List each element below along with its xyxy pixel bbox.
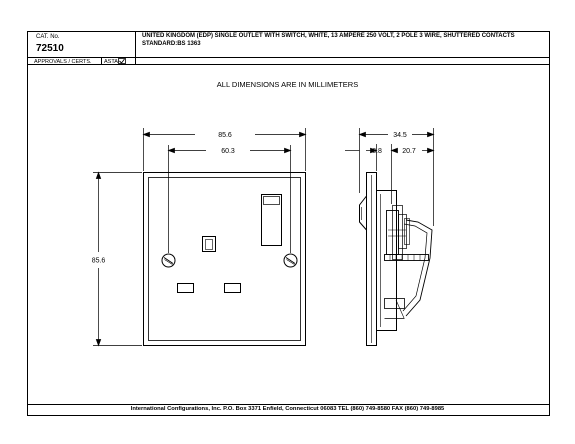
front-view (143, 172, 306, 346)
faceplate-outer (143, 172, 306, 346)
side-lower-bracket (384, 298, 405, 309)
right-screw-slot (286, 259, 295, 265)
side-faceplate (366, 172, 377, 346)
product-description-text: UNITED KINGDOM (EDP) SINGLE OUTLET WITH … (142, 33, 515, 39)
side-switch-rocker (359, 195, 367, 231)
earth-pin-slot (202, 236, 216, 252)
left-screw-slot (164, 259, 173, 265)
catalog-number: 72510 (36, 43, 64, 54)
catalog-number-label: CAT. No. (36, 34, 60, 40)
dim-front-overall-width (142, 128, 307, 171)
footer-company-info: International Configurations, Inc. P.O. … (130, 406, 445, 412)
live-pin-slot (224, 283, 241, 293)
dim-side-overall-depth (358, 128, 435, 226)
earth-pin-slot-inner (205, 239, 213, 250)
side-view (359, 172, 433, 346)
check-mark-icon (119, 58, 125, 64)
side-terminal (384, 254, 429, 261)
sheet-border (27, 31, 550, 416)
dim-front-height (93, 171, 142, 347)
asta-label: ASTA (104, 59, 118, 65)
left-screw-slot (163, 257, 174, 264)
product-description: UNITED KINGDOM (EDP) SINGLE OUTLET WITH … (142, 33, 532, 48)
dim-text-front-overall-width: 85.6 (218, 132, 232, 139)
dim-text-side-overall-depth: 34.5 (393, 132, 407, 139)
dimensions-note: ALL DIMENSIONS ARE IN MILLIMETERS (216, 80, 359, 89)
faceplate-inner (148, 177, 301, 341)
dim-front-screw-spacing (167, 145, 292, 253)
dim-text-side-plate-depth: 8.8 (372, 148, 382, 155)
neutral-pin-slot (177, 283, 194, 293)
asta-checkbox (118, 58, 126, 64)
right-screw-slot (285, 257, 296, 264)
side-wire-loop (405, 219, 433, 317)
rocker-switch-top (263, 196, 280, 205)
dim-text-front-screw-spacing: 60.3 (221, 148, 235, 155)
approvals-label: APPROVALS / CERTS. (34, 59, 92, 65)
left-screw (161, 253, 176, 268)
right-screw (283, 253, 298, 268)
product-standard: STANDARD:BS 1363 (142, 40, 201, 47)
dim-text-side-body-depth: 20.7 (402, 148, 416, 155)
dim-side-plate-body-depth (345, 144, 435, 204)
dim-text-front-height: 85.6 (92, 258, 106, 265)
rocker-switch (261, 194, 282, 246)
